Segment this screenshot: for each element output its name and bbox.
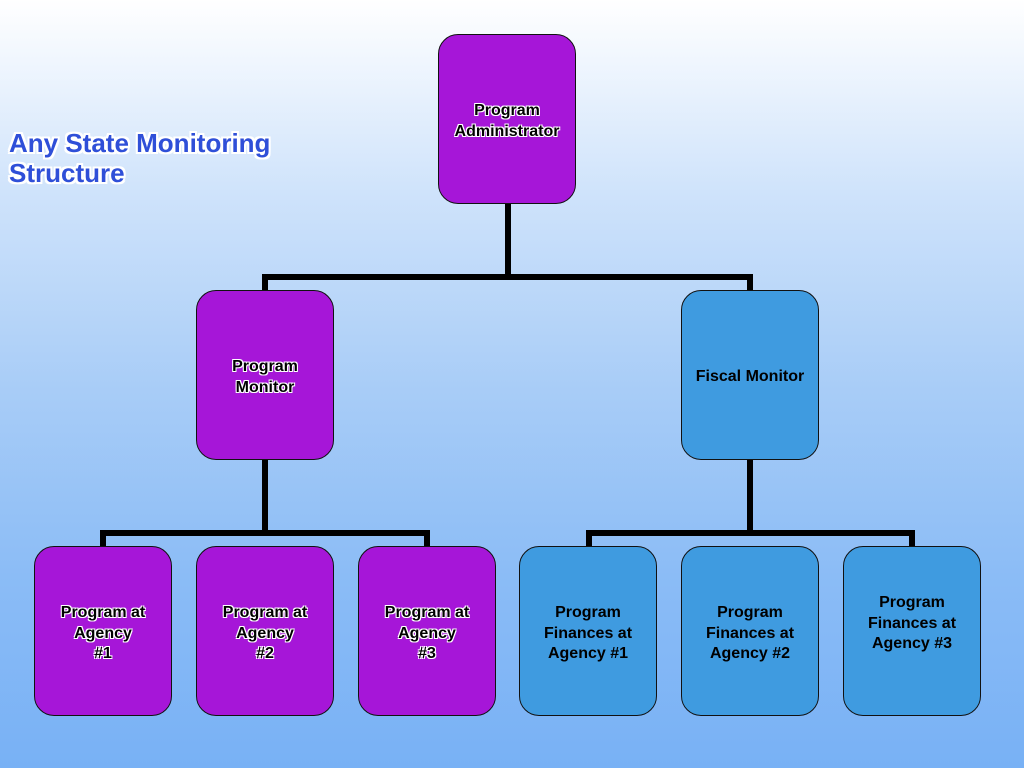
- node-label-line: Administrator: [454, 122, 560, 140]
- node-label-line: Fiscal Monitor: [695, 368, 805, 385]
- node-label-line: #3: [418, 645, 436, 662]
- node-program-monitor: Program Monitor: [196, 290, 334, 460]
- node-label-line: Program at: [384, 604, 470, 621]
- node-finances-agency-1: Program Finances at Agency #1: [519, 546, 657, 716]
- node-label-line: Finances at: [543, 624, 633, 642]
- node-label-line: Finances at: [867, 614, 957, 632]
- page-title: Any State Monitoring Structure: [9, 128, 270, 188]
- node-label-line: Program: [474, 102, 540, 119]
- node-program-administrator: Program Administrator: [438, 34, 576, 204]
- node-label-line: Agency: [74, 624, 132, 642]
- node-label-line: Monitor: [235, 378, 295, 396]
- node-finances-agency-3: Program Finances at Agency #3: [843, 546, 981, 716]
- node-program-agency-3: Program at Agency #3: [358, 546, 496, 716]
- node-label-line: Program: [555, 604, 621, 621]
- node-program-agency-2: Program at Agency #2: [196, 546, 334, 716]
- node-label-line: Program: [879, 594, 945, 611]
- node-label-line: Program: [232, 358, 298, 375]
- node-fiscal-monitor: Fiscal Monitor: [681, 290, 819, 460]
- node-label-line: #2: [256, 645, 274, 662]
- node-label-line: Agency #3: [871, 635, 953, 652]
- node-label-line: Agency #1: [547, 645, 629, 662]
- node-label-line: Agency: [236, 624, 294, 642]
- node-label-line: Agency: [398, 624, 456, 642]
- node-label-line: Finances at: [705, 624, 795, 642]
- node-finances-agency-2: Program Finances at Agency #2: [681, 546, 819, 716]
- title-line-2: Structure: [9, 158, 125, 188]
- node-label-line: Program at: [222, 604, 308, 621]
- node-label-line: Program at: [60, 604, 146, 621]
- node-label-line: Program: [717, 604, 783, 621]
- node-label-line: Agency #2: [709, 645, 791, 662]
- title-line-1: Any State Monitoring: [9, 128, 271, 158]
- node-label-line: #1: [94, 645, 112, 662]
- node-program-agency-1: Program at Agency #1: [34, 546, 172, 716]
